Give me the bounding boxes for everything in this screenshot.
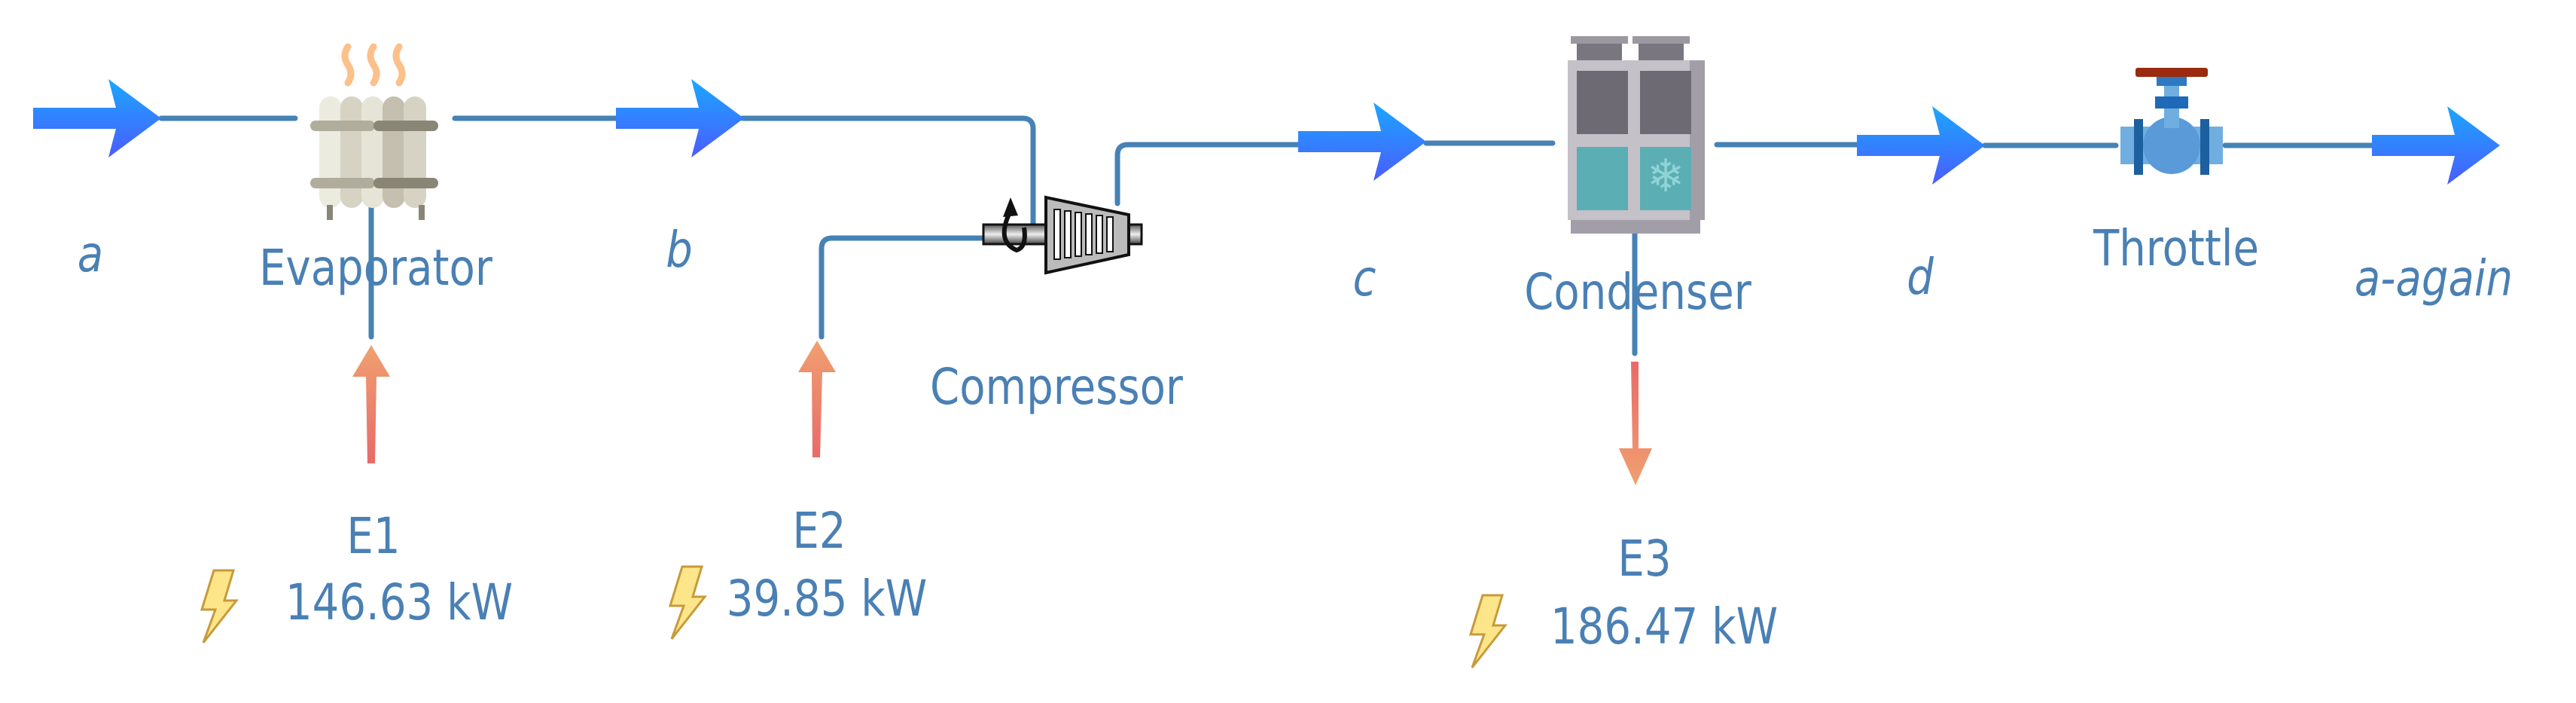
condenser-unit-icon: ❄ [1568,36,1705,234]
turbine-compressor-icon [982,195,1143,275]
energy-label-e1: E1 [346,507,401,565]
flow-arrow-c [1298,102,1426,181]
pipe-b-compressor [739,115,1036,243]
flow-arrow-a [33,79,161,157]
lightning-bolt-icon [668,565,708,640]
component-label-evaporator: Evaporator [259,239,492,297]
state-label-a: a [77,225,104,283]
flow-arrow-a-again [2372,106,2500,185]
state-label-a-again: a-again [2354,249,2514,307]
component-label-throttle: Throttle [2093,219,2260,277]
component-label-compressor: Compressor [930,358,1183,416]
energy-value-e3: 186.47 kW [1550,598,1779,656]
svg-text:❄: ❄ [1647,150,1684,203]
energy-arrow-e2 [798,341,836,457]
energy-label-e3: E3 [1617,530,1672,588]
lightning-bolt-icon [200,569,239,643]
pipe-work-compressor [819,235,989,340]
radiator-icon [310,43,438,220]
pipes [158,115,2377,356]
energy-value-e2: 39.85 kW [726,570,928,628]
flow-arrow-b [616,79,744,157]
lightning-bolt-icon [1468,594,1508,668]
state-label-b: b [666,221,693,279]
flow-arrow-d [1857,106,1985,185]
energy-arrow-e1 [352,345,390,463]
energy-value-e1: 146.63 kW [285,573,514,631]
valve-icon [2120,68,2223,175]
energy-label-e2: E2 [792,502,846,560]
state-label-d: d [1907,248,1934,306]
state-label-c: c [1352,249,1376,307]
component-label-condenser: Condenser [1524,263,1751,321]
energy-arrow-e3 [1619,362,1652,485]
pipe-compressor-c [1114,142,1301,206]
